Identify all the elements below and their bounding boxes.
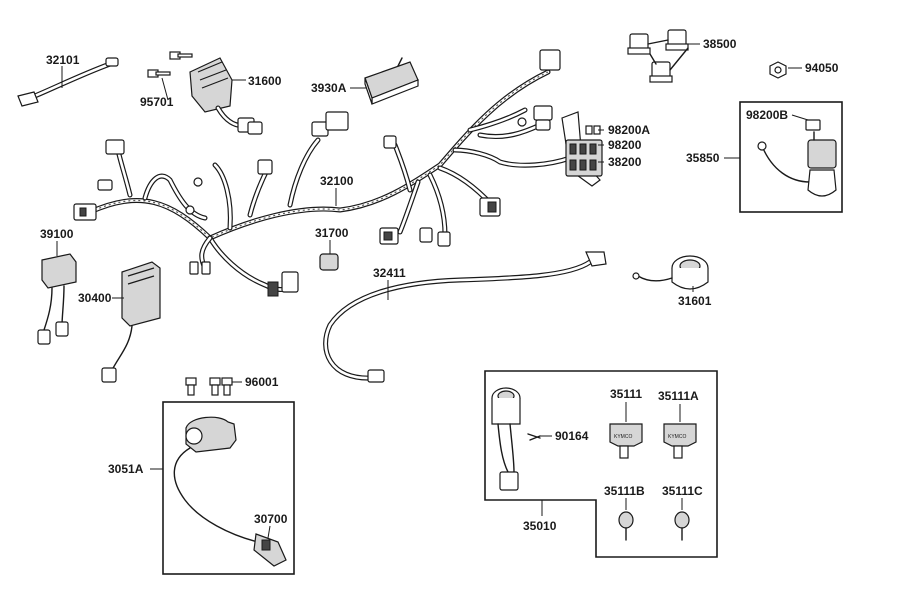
regulator-31600 (189, 57, 263, 135)
label-31600: 31600 (248, 74, 282, 88)
label-94050: 94050 (805, 61, 839, 75)
flasher-39100 (37, 253, 77, 345)
bolts-95701 (147, 51, 193, 78)
relays-38500 (627, 29, 689, 83)
key-brand-text-35111: KYMCO (614, 434, 632, 440)
label-98200A: 98200A (608, 123, 650, 137)
label-98200: 98200 (608, 138, 642, 152)
label-3051A: 3051A (108, 462, 144, 476)
part-number-labels: 32101 95701 31600 3930A 38500 94050 9820… (40, 37, 839, 533)
label-96001: 96001 (245, 375, 279, 389)
label-39100: 39100 (40, 227, 74, 241)
ignition-coil-box-3051A (162, 401, 295, 575)
label-32100: 32100 (320, 174, 354, 188)
cdi-module-3930A (364, 57, 419, 105)
control-unit-30400 (101, 261, 161, 383)
label-32101: 32101 (46, 53, 80, 67)
label-35111C: 35111C (662, 484, 703, 498)
starter-relay-box-35850 (739, 101, 843, 213)
label-38200: 38200 (608, 155, 642, 169)
label-35111: 35111 (610, 387, 642, 401)
label-35850: 35850 (686, 151, 720, 165)
key-set-box-35010: KYMCO KYMCO (484, 370, 718, 558)
ignition-switch-31601 (632, 255, 709, 290)
label-30700: 30700 (254, 512, 288, 526)
label-3930A: 3930A (311, 81, 347, 95)
nut-94050 (769, 61, 787, 79)
part-31700 (319, 253, 339, 271)
fuse-box-38200 (561, 111, 603, 187)
label-98200B: 98200B (746, 108, 788, 122)
harness-connectors (73, 49, 561, 297)
bolts-96001 (185, 377, 233, 396)
label-31700: 31700 (315, 226, 349, 240)
cable-32101 (17, 57, 119, 107)
label-38500: 38500 (703, 37, 737, 51)
label-35111A: 35111A (658, 389, 699, 403)
label-32411: 32411 (373, 266, 406, 280)
label-35111B: 35111B (604, 484, 645, 498)
cable-32411 (323, 251, 607, 383)
label-95701: 95701 (140, 95, 174, 109)
label-30400: 30400 (78, 291, 112, 305)
label-90164: 90164 (555, 429, 589, 443)
key-brand-text-35111A: KYMCO (668, 434, 686, 440)
label-35010: 35010 (523, 519, 557, 533)
label-31601: 31601 (678, 294, 712, 308)
leader-lines (56, 43, 809, 539)
